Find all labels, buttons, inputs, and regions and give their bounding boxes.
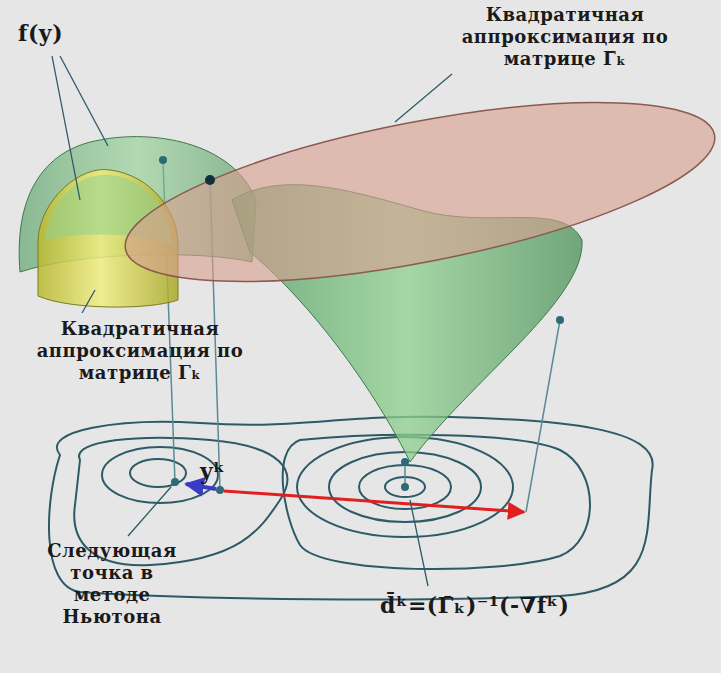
point: [216, 486, 224, 494]
leader-line: [52, 56, 80, 200]
point: [401, 483, 409, 491]
point: [171, 478, 179, 486]
leader-line: [410, 500, 428, 586]
callout-label: Квадратичная аппроксимация по матрице Γ̄…: [440, 4, 690, 70]
direction-arrow: [224, 491, 524, 512]
projection-line: [526, 320, 560, 512]
leader-line: [82, 290, 95, 313]
point: [159, 156, 167, 164]
newton-step-arrow: [186, 484, 216, 489]
contour: [130, 459, 186, 487]
points: [159, 156, 564, 494]
callout-label: Квадратичная аппроксимация по матрице Γₖ: [10, 318, 270, 384]
point: [205, 175, 215, 185]
formula-label: d̄ᵏ=(Γ̄ₖ)⁻¹(-∇fᵏ): [380, 592, 570, 619]
leader-line: [128, 487, 171, 536]
point-label: yᵏ: [200, 458, 225, 485]
leader-line: [395, 74, 452, 122]
callout-label: Следующая точка в методе Ньютона: [30, 540, 194, 628]
modified-quadratic-surface: [112, 66, 721, 318]
contour: [329, 452, 481, 522]
point: [401, 458, 409, 466]
leader-line: [60, 56, 108, 146]
contour: [283, 435, 590, 569]
point: [556, 316, 564, 324]
function-label: f(y): [18, 20, 63, 47]
